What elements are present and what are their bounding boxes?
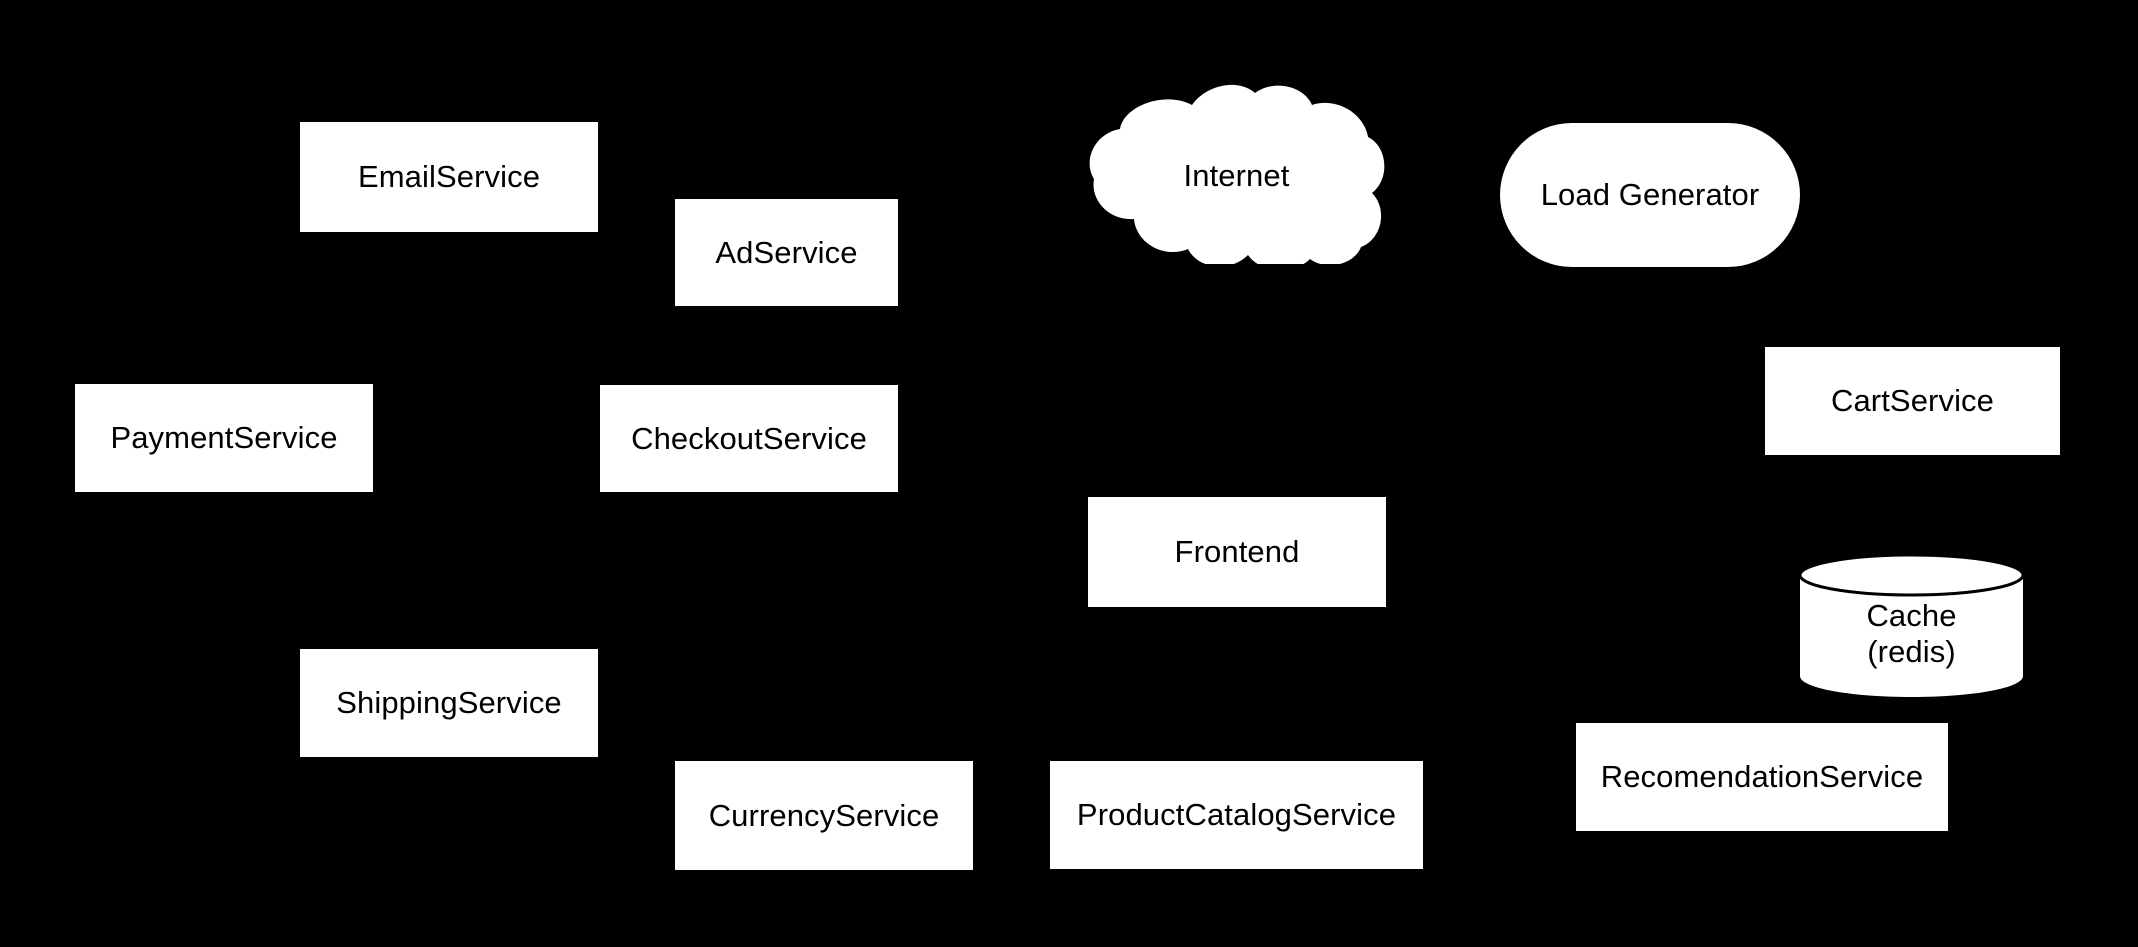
node-frontend[interactable]: Frontend xyxy=(1088,497,1386,607)
node-shipping-service[interactable]: ShippingService xyxy=(300,649,598,757)
node-cache-redis[interactable]: Cache (redis) xyxy=(1798,553,2025,698)
node-label-shipping-service: ShippingService xyxy=(336,685,562,721)
node-load-generator[interactable]: Load Generator xyxy=(1500,123,1800,267)
cloud-shape-icon xyxy=(1089,85,1385,264)
node-label-checkout-service: CheckoutService xyxy=(631,420,867,456)
node-cart-service[interactable]: CartService xyxy=(1765,347,2060,455)
node-product-catalog-service[interactable]: ProductCatalogService xyxy=(1050,761,1423,869)
node-label-ad-service: AdService xyxy=(715,234,858,270)
node-label-payment-service: PaymentService xyxy=(110,420,338,456)
node-payment-service[interactable]: PaymentService xyxy=(75,384,373,492)
node-label-recomendation-service: RecomendationService xyxy=(1600,759,1924,795)
node-label-frontend: Frontend xyxy=(1174,534,1300,570)
node-ad-service[interactable]: AdService xyxy=(675,199,898,306)
node-checkout-service[interactable]: CheckoutService xyxy=(600,385,898,492)
node-label-load-generator: Load Generator xyxy=(1540,177,1760,213)
node-email-service[interactable]: EmailService xyxy=(300,122,598,232)
cylinder-database-icon xyxy=(1798,553,2025,697)
node-label-email-service: EmailService xyxy=(357,159,541,195)
node-label-currency-service: CurrencyService xyxy=(708,797,940,833)
node-internet[interactable]: Internet xyxy=(1088,83,1385,264)
node-currency-service[interactable]: CurrencyService xyxy=(675,761,973,870)
node-recomendation-service[interactable]: RecomendationService xyxy=(1576,723,1948,831)
node-label-cart-service: CartService xyxy=(1830,383,1995,419)
node-label-product-catalog-service: ProductCatalogService xyxy=(1076,797,1397,833)
